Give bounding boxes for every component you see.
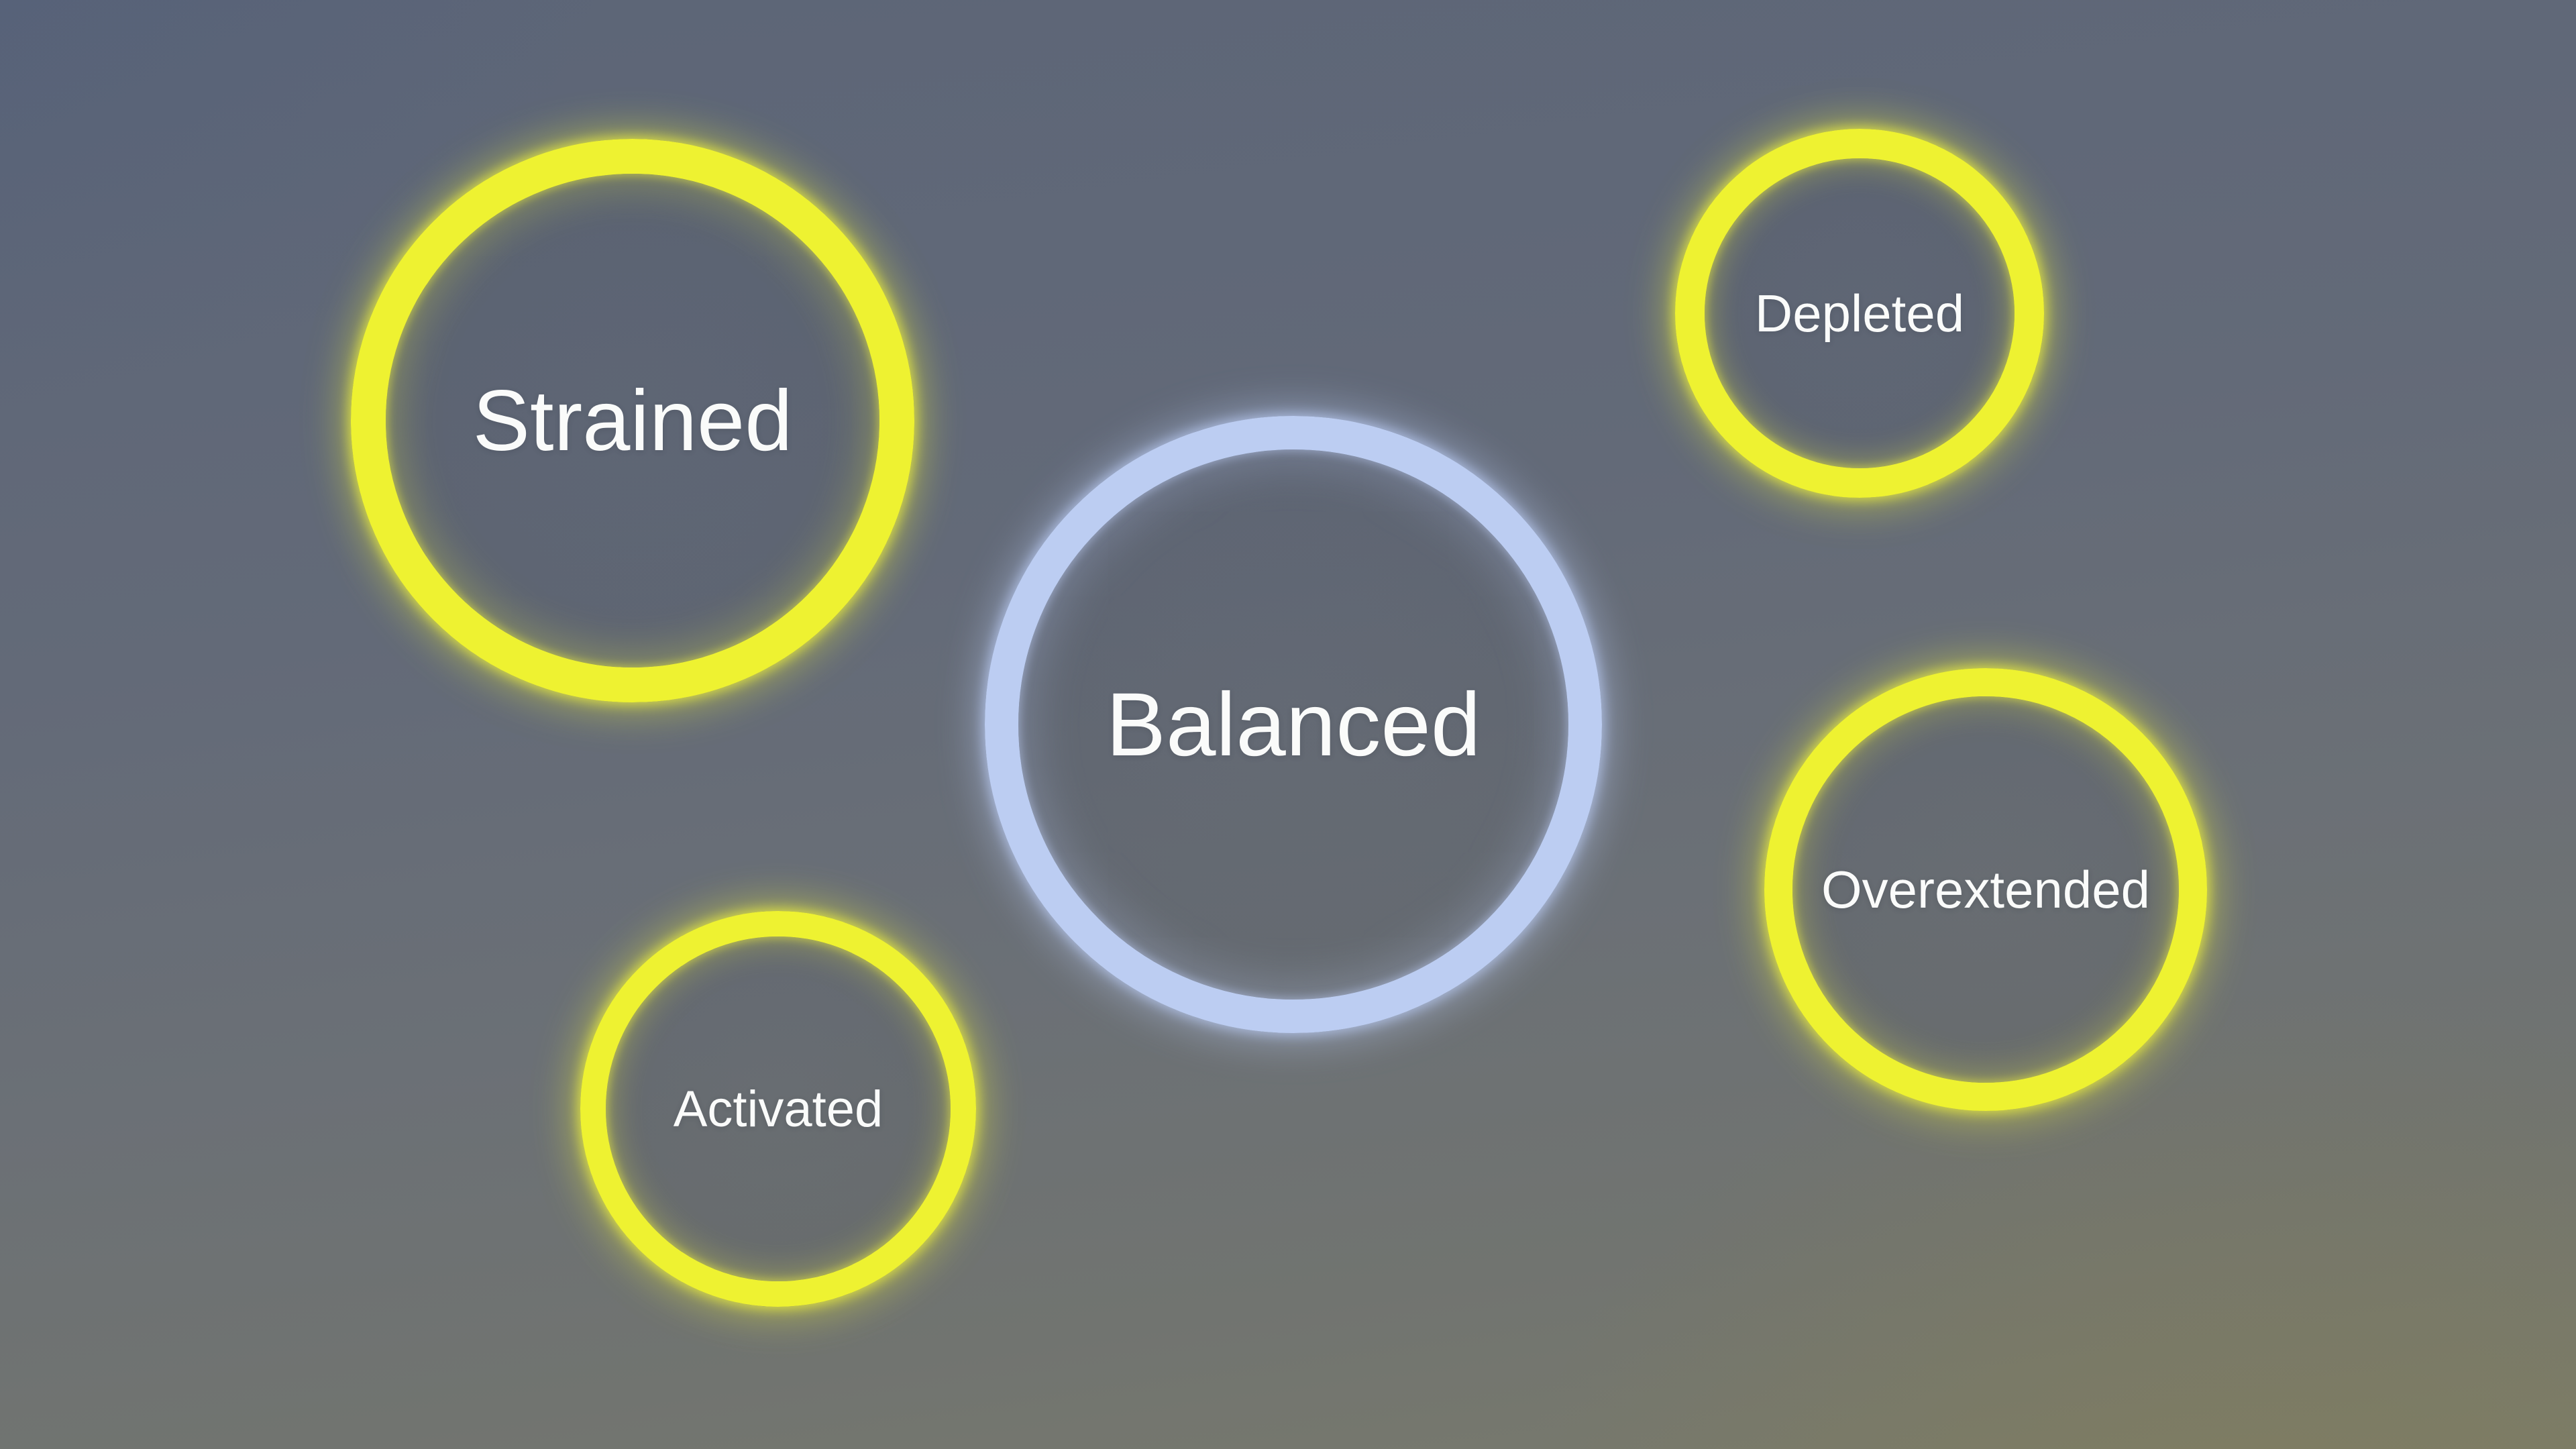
node-balanced-label: Balanced	[1106, 674, 1481, 775]
node-activated-label: Activated	[673, 1080, 883, 1138]
node-overextended[interactable]: Overextended	[1764, 668, 2207, 1111]
node-depleted[interactable]: Depleted	[1675, 129, 2044, 498]
node-overextended-label: Overextended	[1821, 859, 2150, 919]
node-strained[interactable]: Strained	[351, 139, 914, 702]
node-activated[interactable]: Activated	[580, 911, 976, 1307]
node-strained-label: Strained	[472, 372, 793, 469]
node-depleted-label: Depleted	[1754, 283, 1965, 343]
node-balanced[interactable]: Balanced	[985, 416, 1602, 1033]
